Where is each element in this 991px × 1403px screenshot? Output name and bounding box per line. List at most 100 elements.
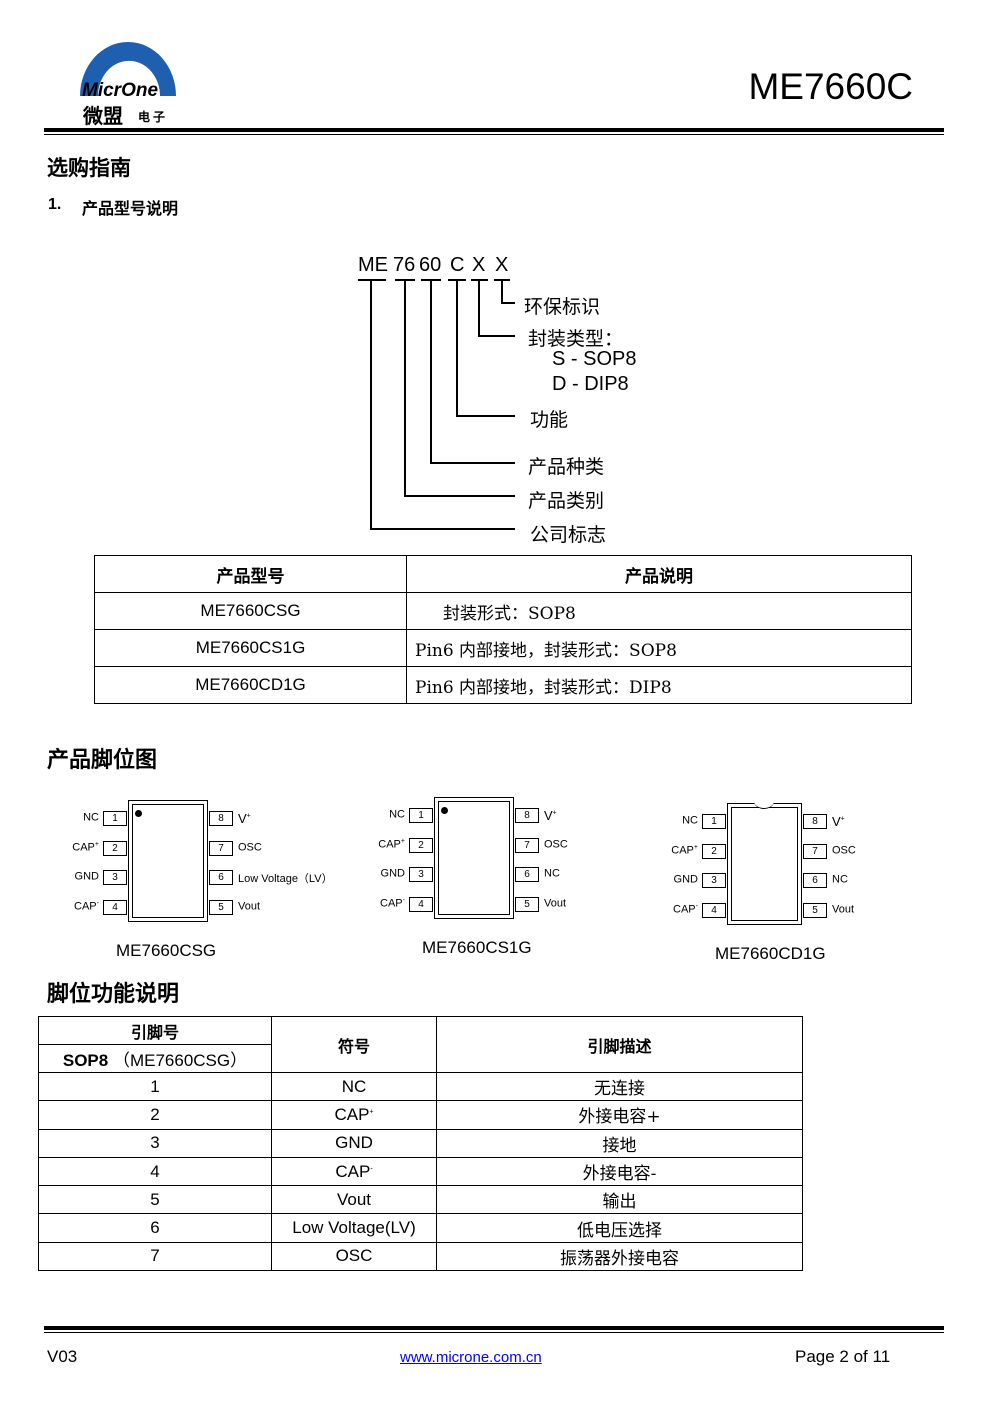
pin-box: 6 <box>209 870 233 885</box>
header-rule <box>44 128 944 132</box>
pin-label: Low Voltage（LV） <box>238 873 333 885</box>
header-desc: 产品说明 <box>406 555 912 593</box>
code-seg-x1: X <box>472 254 486 276</box>
chip-model-name: ME7660CSG <box>116 941 217 960</box>
pin-label: OSC <box>832 844 856 857</box>
code-diagram-lines <box>358 279 515 530</box>
symbol-text: Low Voltage(LV) <box>292 1218 416 1238</box>
label-company: 公司标志 <box>530 524 607 546</box>
pin-label: NC <box>682 814 698 827</box>
pin-label: NC <box>83 811 99 824</box>
pin-label: V+ <box>544 808 557 823</box>
code-seg-76: 76 <box>393 254 416 276</box>
pin-label: CAP- <box>673 902 698 916</box>
symbol-text: OSC <box>335 1246 373 1266</box>
cell-symbol: Vout <box>271 1185 437 1215</box>
pin-label: CAP- <box>380 896 405 910</box>
part-number-title: ME7660C <box>748 66 913 107</box>
chip-model-name: ME7660CS1G <box>422 938 532 957</box>
pin-box: 8 <box>515 808 539 823</box>
pin-box: 4 <box>702 902 726 918</box>
header-symbol: 符号 <box>271 1016 437 1073</box>
version: V03 <box>47 1347 78 1366</box>
cell-description: 输出 <box>436 1185 803 1215</box>
section-title-pinout: 产品脚位图 <box>47 747 158 772</box>
pin-box: 2 <box>103 840 127 856</box>
header-pin: 引脚号 <box>38 1016 272 1045</box>
pin-box: 3 <box>702 873 726 888</box>
cell-description: 外接电容- <box>436 1156 803 1187</box>
pin-label: GND <box>673 873 698 886</box>
section-title-pin-function: 脚位功能说明 <box>47 981 180 1006</box>
cell-model: ME7660CS1G <box>94 629 407 667</box>
section-title-ordering: 选购指南 <box>47 157 131 180</box>
header-model: 产品型号 <box>94 555 407 593</box>
cell-description: 低电压选择 <box>436 1213 803 1243</box>
cell-symbol: NC <box>271 1071 437 1102</box>
pin-label: NC <box>832 873 848 886</box>
table-row: 2 CAP+ 外接电容+ <box>38 1100 803 1130</box>
notch-icon <box>753 794 774 809</box>
symbol-sup: + <box>369 1108 374 1116</box>
pin-box: 1 <box>103 811 127 826</box>
pin-label: GND <box>380 867 405 880</box>
pin-box: 5 <box>515 896 539 912</box>
cell-model: ME7660CSG <box>94 592 407 630</box>
pin-label: Vout <box>832 903 855 916</box>
cell-pin: 4 <box>38 1156 272 1187</box>
cell-description: 外接电容+ <box>436 1100 803 1130</box>
label-pkg-d: D - DIP8 <box>552 373 629 395</box>
pin-box: 7 <box>209 840 233 856</box>
header-description: 引脚描述 <box>436 1016 803 1073</box>
company-logo: MicrOne 微盟 电子 <box>78 38 178 128</box>
cell-description: 无连接 <box>436 1071 803 1102</box>
pin-label: NC <box>389 808 405 821</box>
cell-symbol: GND <box>271 1128 437 1158</box>
cell-desc: 封装形式：SOP8 <box>406 592 912 630</box>
label-env: 环保标识 <box>524 296 601 318</box>
pin-label: GND <box>74 870 99 883</box>
code-seg-x2: X <box>495 254 509 276</box>
code-seg-me: ME <box>358 254 388 276</box>
symbol-text: NC <box>341 1076 367 1096</box>
header-package-model: （ME7660CSG） <box>112 1051 248 1070</box>
cell-symbol: CAP- <box>271 1156 437 1187</box>
pin1-dot-icon <box>135 810 142 817</box>
cell-pin: 6 <box>38 1213 272 1243</box>
chip-body <box>128 800 208 922</box>
cell-pin: 2 <box>38 1100 272 1130</box>
page-number: Page 2 of 11 <box>795 1347 891 1366</box>
pin-label: CAP+ <box>72 840 99 854</box>
footer-rule-thin <box>44 1332 944 1333</box>
pin-label: CAP+ <box>671 843 698 857</box>
cell-description: 接地 <box>436 1128 803 1158</box>
pin-box: 5 <box>209 899 233 915</box>
pin1-dot-icon <box>441 807 448 814</box>
pin-label: V+ <box>832 814 845 829</box>
cell-description: 振荡器外接电容 <box>436 1241 803 1272</box>
pin-box: 4 <box>409 896 433 912</box>
pin-box: 1 <box>409 808 433 823</box>
table-row: 6 Low Voltage(LV) 低电压选择 <box>38 1213 803 1243</box>
pin-label: CAP- <box>74 899 99 913</box>
symbol-text: CAP <box>334 1104 370 1124</box>
cell-symbol: OSC <box>271 1241 437 1272</box>
website-link[interactable]: www.microne.com.cn <box>400 1349 542 1366</box>
subtitle-model-desc: 产品型号说明 <box>82 201 179 218</box>
pin-box: 3 <box>103 870 127 885</box>
code-seg-60: 60 <box>419 254 442 276</box>
pin-label: CAP+ <box>378 837 405 851</box>
pin-box: 8 <box>803 814 827 829</box>
label-func: 功能 <box>530 409 569 431</box>
header-package: SOP8 <box>62 1051 109 1070</box>
